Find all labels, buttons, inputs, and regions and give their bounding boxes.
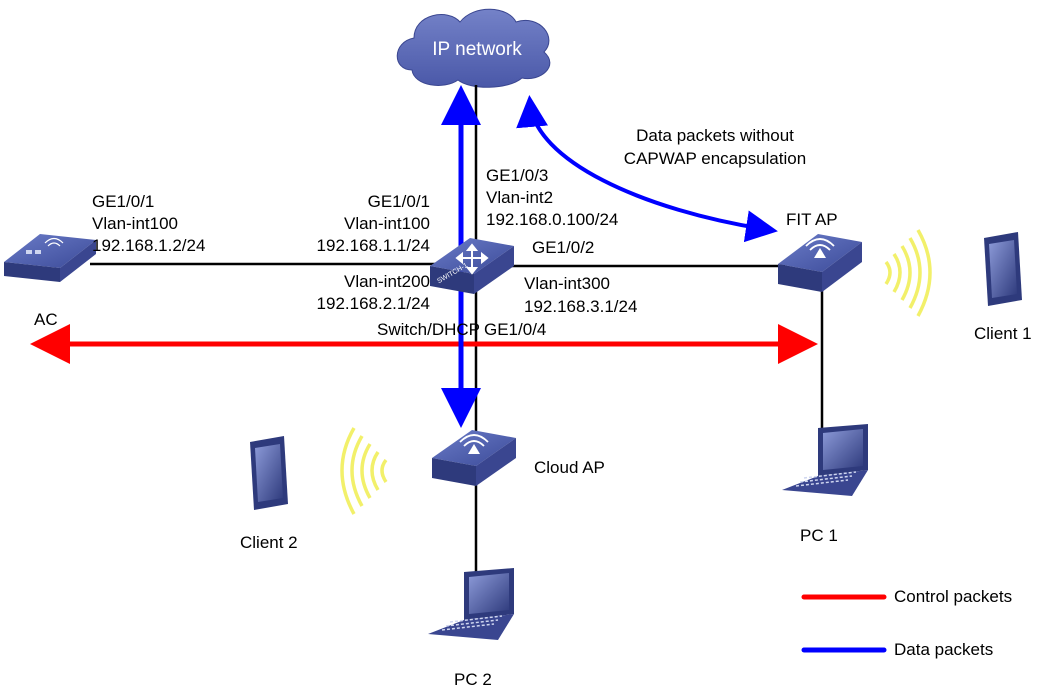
- switch-uplink-vlan-label: Vlan-int2: [486, 188, 554, 207]
- ac-port-label: GE1/0/1: [92, 192, 155, 211]
- cloud-ap-icon: [432, 430, 516, 486]
- switch-ac-ip-label: 192.168.1.1/24: [316, 236, 430, 255]
- ip-network-cloud: [396, 8, 551, 88]
- ac-device-icon: [4, 234, 96, 282]
- annotation-line1: Data packets without: [636, 126, 794, 145]
- client2-tablet-icon: [250, 436, 288, 510]
- client1-label: Client 1: [974, 324, 1032, 343]
- switch-ip300-label: 192.168.3.1/24: [524, 297, 638, 316]
- pc1-label: PC 1: [800, 526, 838, 545]
- legend-control-label: Control packets: [894, 587, 1013, 606]
- switch-ac-vlan-label: Vlan-int100: [343, 214, 430, 233]
- data-packets-curved-arrow: [516, 95, 778, 243]
- switch-downlink-port-label: GE1/0/4: [484, 320, 547, 339]
- client2-label: Client 2: [240, 533, 298, 552]
- ac-label: AC: [34, 310, 58, 329]
- switch-uplink-ip-label: 192.168.0.100/24: [486, 210, 619, 229]
- ac-ip-label: 192.168.1.2/24: [92, 236, 206, 255]
- switch-fitap-port-label: GE1/0/2: [532, 238, 595, 257]
- switch-dhcp-label: Switch/DHCP: [377, 320, 480, 339]
- pc2-laptop-icon: [428, 568, 514, 640]
- ac-vlan-label: Vlan-int100: [92, 214, 179, 233]
- fit-ap-label: FIT AP: [786, 210, 838, 229]
- switch-ip200-label: 192.168.2.1/24: [316, 294, 430, 313]
- wireless-signal-icon-fitap: [884, 229, 932, 317]
- switch-icon: [430, 238, 514, 294]
- annotation-line2: CAPWAP encapsulation: [623, 149, 807, 168]
- pc2-label: PC 2: [454, 670, 492, 689]
- switch-vlan200-label: Vlan-int200: [343, 272, 430, 291]
- cloud-ap-label: Cloud AP: [534, 458, 605, 477]
- switch-ac-port-label: GE1/0/1: [367, 192, 430, 211]
- wireless-signal-icon-cloudap: [340, 427, 388, 515]
- switch-uplink-port-label: GE1/0/3: [486, 166, 549, 185]
- legend-data-label: Data packets: [894, 640, 994, 659]
- fit-ap-icon: [778, 234, 862, 292]
- pc1-laptop-icon: [782, 424, 868, 496]
- client1-tablet-icon: [984, 232, 1022, 306]
- switch-vlan300-label: Vlan-int300: [524, 274, 611, 293]
- ip-network-label: IP network: [432, 39, 522, 60]
